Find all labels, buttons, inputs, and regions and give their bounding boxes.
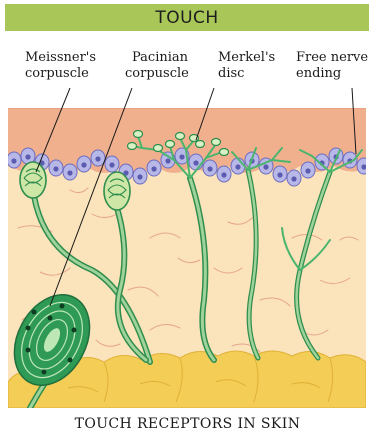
caption: TOUCH RECEPTORS IN SKIN xyxy=(0,416,375,432)
